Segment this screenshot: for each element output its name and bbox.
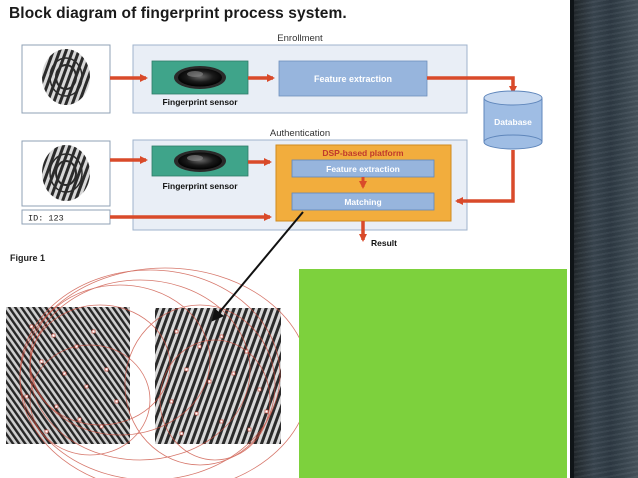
sensor-label-1: Fingerprint sensor (162, 97, 238, 107)
matching-box (291, 192, 435, 211)
fingerprint-block-diagram: Enrollment Fingerprint sensor Feature ex… (6, 33, 543, 478)
sidebar-texture (570, 0, 638, 478)
dsp-platform-label: DSP-based platform (322, 148, 404, 158)
enrollment-label: Enrollment (277, 33, 323, 44)
feature-extraction-label-1: Feature extraction (314, 74, 392, 84)
green-placeholder-block (299, 269, 567, 478)
database-cylinder (483, 90, 543, 150)
arrow-db-to-dsp (455, 150, 515, 205)
minutiae-image-left (6, 307, 130, 444)
feature-extraction-box-1 (278, 60, 428, 97)
arrow-fe-to-db (427, 76, 517, 94)
feature-extraction-label-2: Feature extraction (326, 164, 400, 174)
figure-caption: Figure 1 (10, 253, 46, 263)
minutiae-image-right (155, 308, 281, 444)
sensor-label-2: Fingerprint sensor (162, 181, 238, 191)
slide: Block diagram of fingerprint process sys… (6, 5, 567, 478)
id-field-text: ID: 123 (28, 214, 64, 224)
matching-label: Matching (344, 197, 381, 207)
slide-title: Block diagram of fingerprint process sys… (9, 5, 347, 22)
decorative-sidebar (570, 0, 638, 478)
authentication-label: Authentication (270, 128, 330, 139)
result-label: Result (371, 238, 397, 248)
database-label: Database (494, 117, 532, 127)
fingerprint-icon (42, 49, 90, 105)
minutiae-markers (24, 324, 269, 436)
pointer-arrow (211, 211, 304, 322)
sidebar-edge (570, 0, 574, 478)
fingerprint-icon (42, 145, 90, 201)
